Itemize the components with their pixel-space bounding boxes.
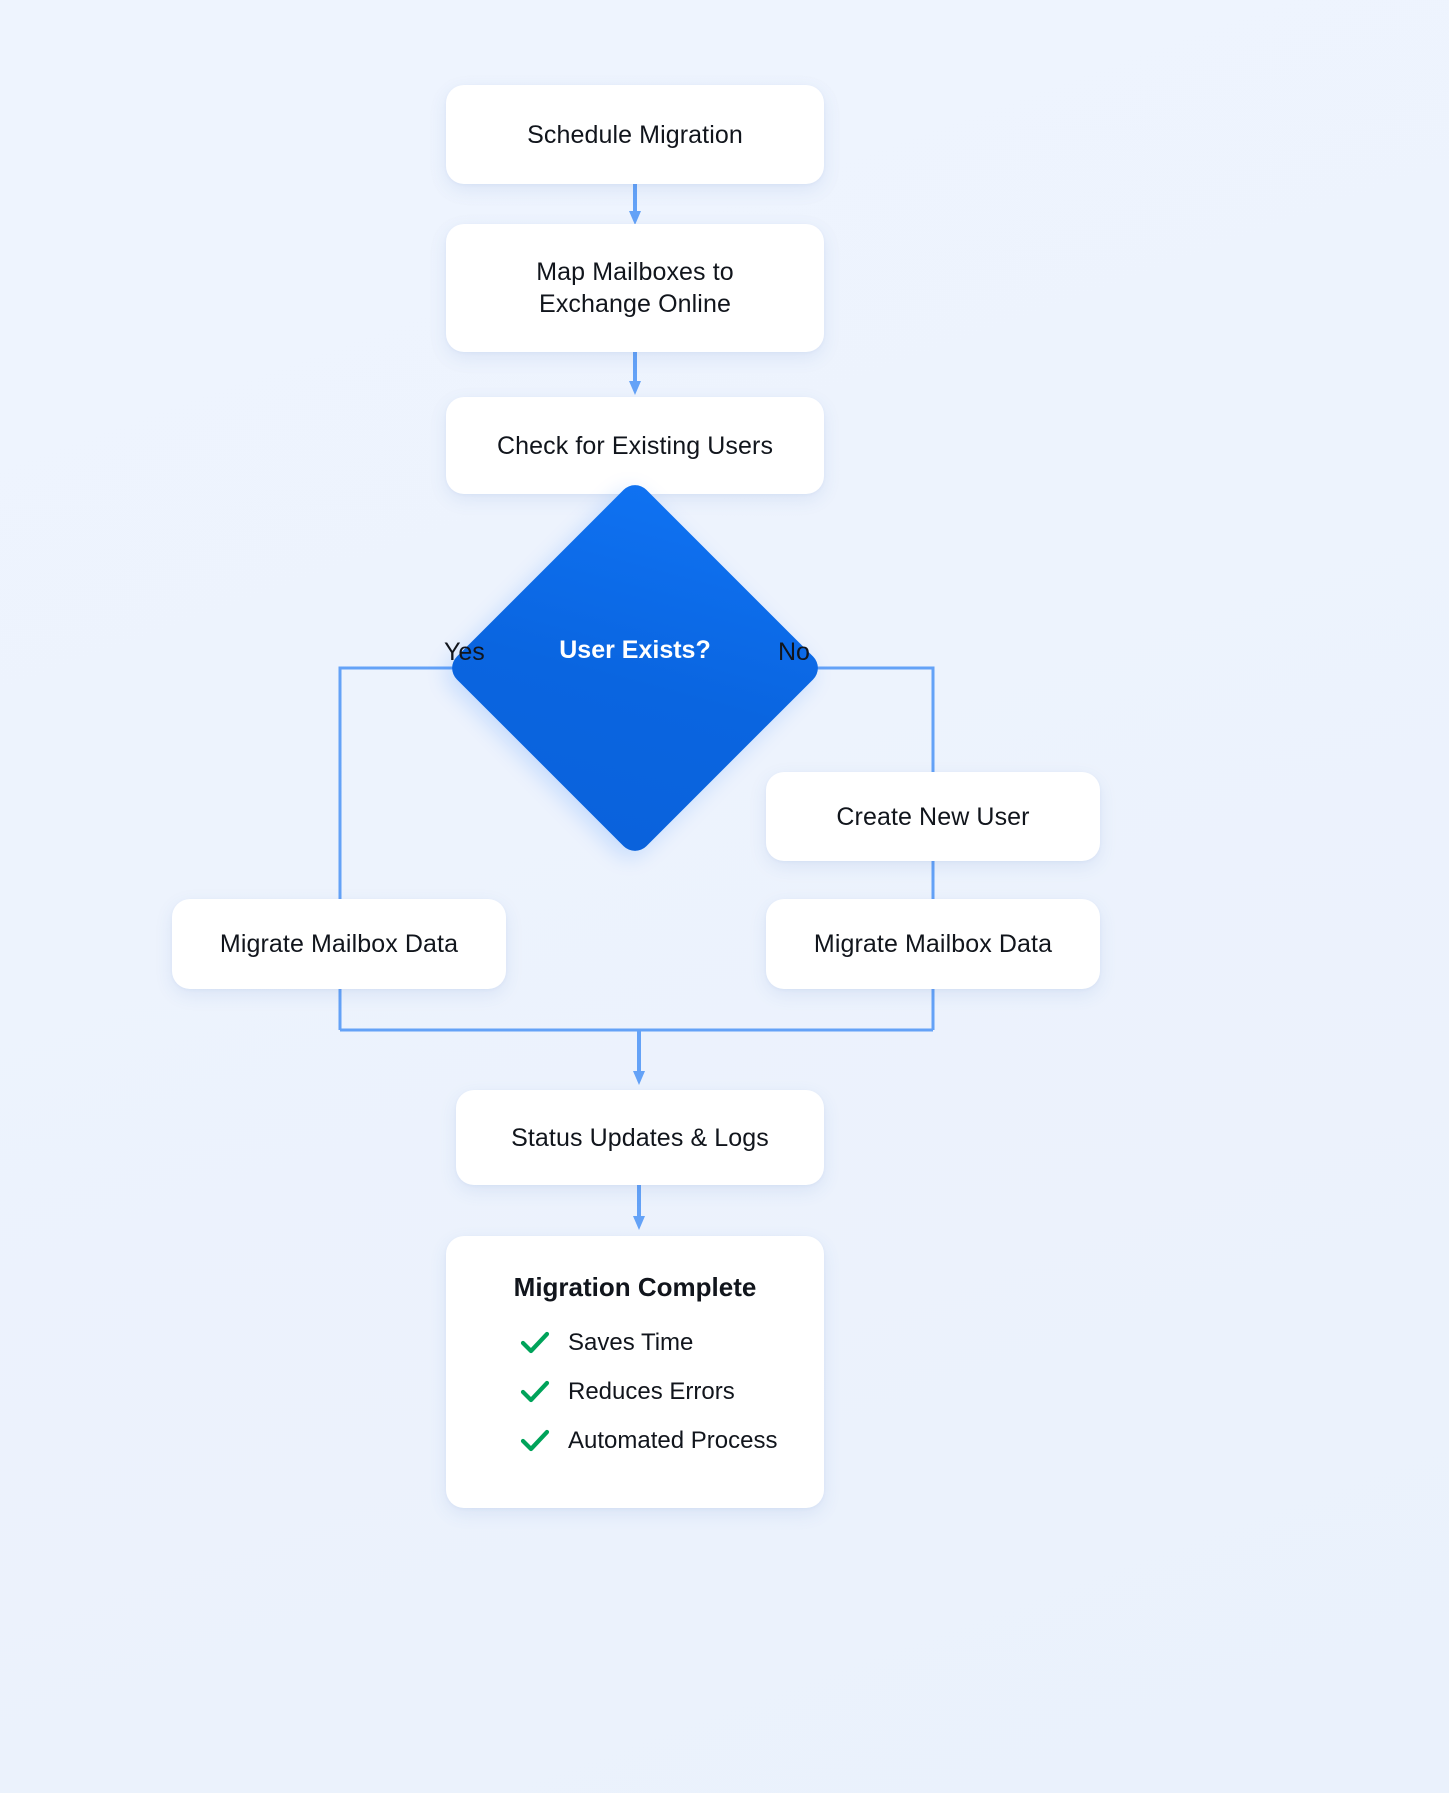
benefit-label: Saves Time — [568, 1329, 694, 1356]
node-migrate-mailbox-data-right[interactable]: Migrate Mailbox Data — [766, 899, 1100, 989]
decision-label-line1: User — [559, 636, 615, 664]
node-migration-complete[interactable]: Migration Complete Saves Time Reduces Er… — [446, 1236, 824, 1508]
check-icon — [520, 1379, 550, 1405]
node-user-exists-decision-label: User Exists? — [505, 634, 765, 667]
list-item: Saves Time — [520, 1329, 824, 1357]
node-map-mailboxes-label-line2: Exchange Online — [539, 290, 731, 318]
node-check-existing-users-label: Check for Existing Users — [496, 431, 774, 460]
node-create-new-user-label: Create New User — [836, 802, 1030, 831]
node-check-existing-users[interactable]: Check for Existing Users — [446, 397, 824, 494]
benefit-label: Automated Process — [568, 1427, 778, 1454]
branch-label-no: No — [778, 638, 810, 666]
node-migrate-mailbox-data-left-label: Migrate Mailbox Data — [219, 930, 459, 958]
node-schedule-migration[interactable]: Schedule Migration — [446, 85, 824, 184]
benefit-label: Reduces Errors — [568, 1378, 735, 1405]
list-item: Automated Process — [520, 1427, 824, 1455]
check-icon — [520, 1428, 550, 1454]
node-create-new-user[interactable]: Create New User — [766, 772, 1100, 861]
node-migrate-mailbox-data-left[interactable]: Migrate Mailbox Data — [172, 899, 506, 989]
migration-complete-title: Migration Complete — [513, 1272, 757, 1302]
node-map-mailboxes[interactable]: Map Mailboxes to Exchange Online — [446, 224, 824, 352]
node-map-mailboxes-label-line1: Map Mailboxes to — [536, 258, 734, 286]
decision-label-line2: Exists? — [621, 636, 711, 664]
node-migrate-mailbox-data-right-label: Migrate Mailbox Data — [813, 930, 1053, 958]
check-icon — [520, 1330, 550, 1356]
benefit-list: Saves Time Reduces Errors Automated Proc… — [446, 1329, 824, 1476]
node-status-updates-logs-label: Status Updates & Logs — [511, 1123, 769, 1152]
branch-label-yes: Yes — [444, 638, 485, 666]
node-status-updates-logs[interactable]: Status Updates & Logs — [456, 1090, 824, 1185]
node-schedule-migration-label: Schedule Migration — [527, 120, 743, 149]
list-item: Reduces Errors — [520, 1378, 824, 1406]
